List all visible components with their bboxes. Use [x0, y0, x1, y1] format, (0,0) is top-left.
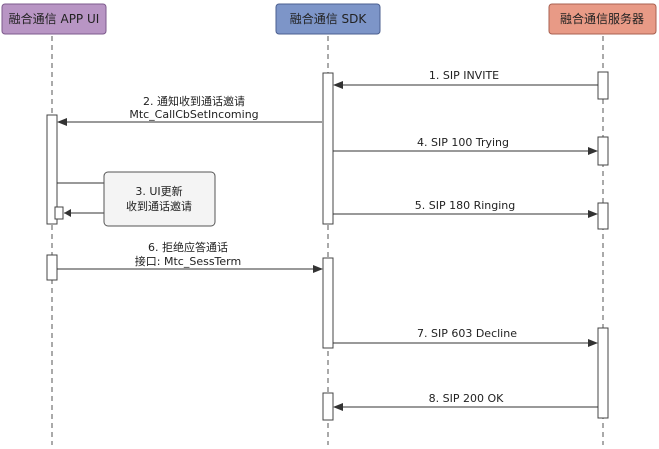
note-ui-update-line1: 3. UI更新: [135, 184, 182, 198]
message-sip-603-decline: 7. SIP 603 Decline: [333, 327, 598, 347]
message-sip-invite: 1. SIP INVITE: [333, 69, 598, 89]
message-reject-call: 6. 拒绝应答通话 接口: Mtc_SessTerm: [57, 240, 323, 273]
message-notify-incoming-api: Mtc_CallCbSetIncoming: [129, 108, 258, 121]
participant-sdk: 融合通信 SDK: [275, 3, 381, 35]
participant-sdk-label: 融合通信 SDK: [290, 11, 368, 26]
activation-server-3: [597, 202, 609, 230]
self-call-line: [57, 182, 111, 214]
message-sip-100-trying-label: 4. SIP 100 Trying: [417, 136, 509, 149]
activation-app-ui-nested: [54, 206, 64, 220]
activation-sdk-3: [322, 392, 334, 421]
participant-app-ui-label: 融合通信 APP UI: [9, 11, 100, 26]
note-ui-update-line2: 收到通话邀请: [126, 199, 192, 213]
message-sip-180-ringing-label: 5. SIP 180 Ringing: [415, 199, 516, 212]
message-sip-603-decline-label: 7. SIP 603 Decline: [417, 327, 517, 340]
message-notify-incoming: 2. 通知收到通话邀请 Mtc_CallCbSetIncoming: [57, 94, 322, 126]
message-reject-call-api: 接口: Mtc_SessTerm: [135, 255, 241, 268]
note-ui-update: [103, 171, 216, 227]
self-call-ui-update: 3. UI更新 收到通话邀请: [57, 171, 216, 227]
activation-server-2: [597, 136, 609, 166]
activation-sdk-2: [322, 257, 334, 349]
message-notify-incoming-label: 2. 通知收到通话邀请: [143, 94, 245, 108]
participant-server: 融合通信服务器: [548, 3, 657, 35]
activation-app-ui-1: [46, 114, 58, 225]
activation-server-4: [597, 327, 609, 419]
message-sip-invite-label: 1. SIP INVITE: [429, 69, 499, 82]
activation-server-1: [597, 71, 609, 100]
activation-sdk-1: [322, 72, 334, 225]
message-sip-200-ok-label: 8. SIP 200 OK: [429, 392, 504, 405]
activation-app-ui-2: [46, 254, 58, 281]
participant-app-ui: 融合通信 APP UI: [1, 3, 107, 35]
participant-server-label: 融合通信服务器: [560, 11, 644, 26]
message-sip-180-ringing: 5. SIP 180 Ringing: [333, 199, 598, 218]
message-sip-200-ok: 8. SIP 200 OK: [333, 392, 598, 411]
message-reject-call-label: 6. 拒绝应答通话: [148, 240, 228, 254]
message-sip-100-trying: 4. SIP 100 Trying: [333, 136, 598, 155]
self-call-arrowhead: [64, 209, 71, 217]
